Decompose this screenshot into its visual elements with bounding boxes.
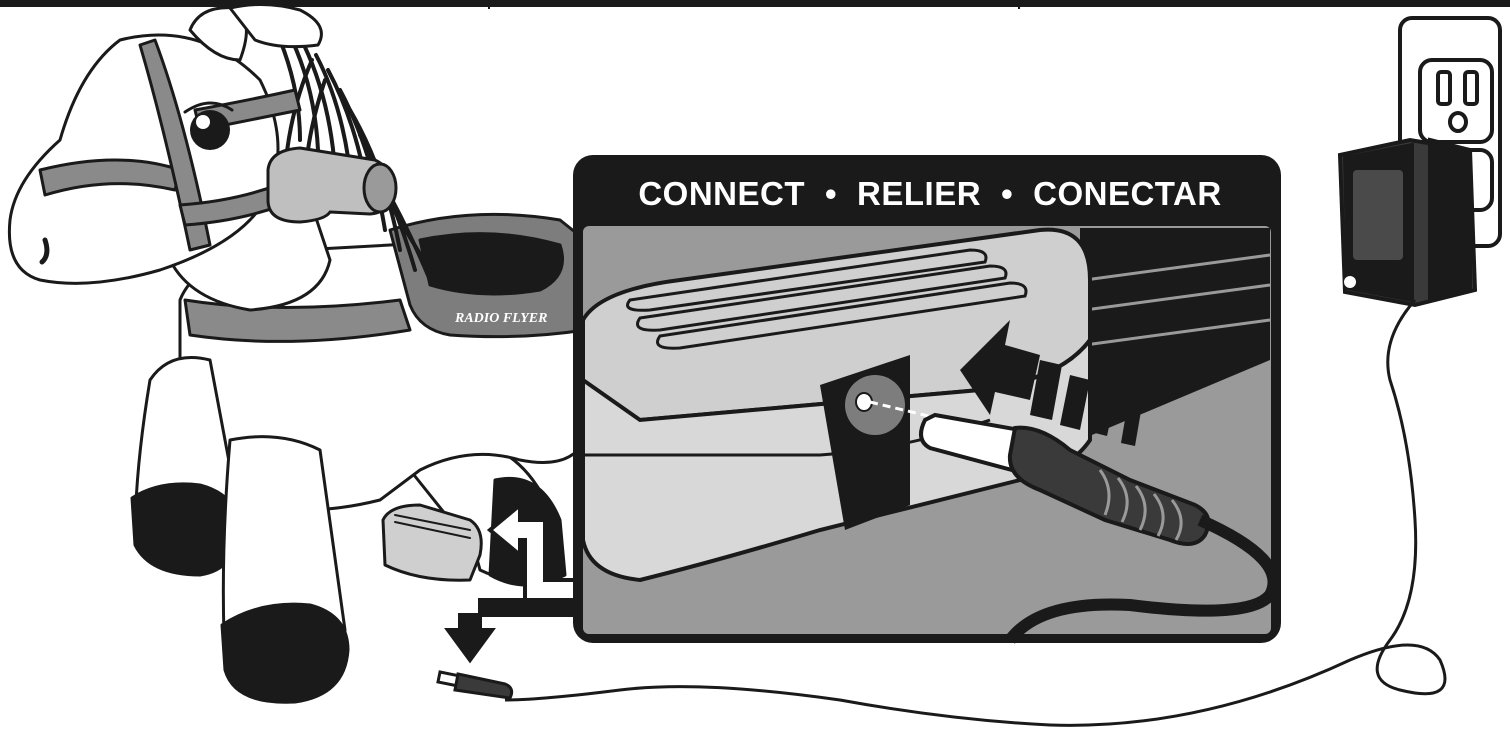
horse-illustration: RADIO FLYER — [7, 2, 587, 704]
horse-chest-strap — [183, 298, 412, 343]
charger-cable — [504, 299, 1447, 727]
title-connect-fr: RELIER — [857, 175, 982, 212]
plug-icon — [919, 412, 1280, 644]
horse-logo: RADIO FLYER — [454, 311, 547, 326]
loose-jack-icon — [436, 670, 514, 700]
charger-icon — [1337, 137, 1478, 308]
horse-halter — [38, 158, 182, 197]
charging-socket — [820, 355, 910, 530]
horse-front-hoof-2 — [220, 602, 350, 704]
top-strip — [0, 0, 1510, 9]
plug-cable — [1005, 514, 1280, 644]
callout-title: CONNECT • RELIER • CONECTAR — [585, 165, 1275, 223]
callout-panel — [573, 155, 1281, 644]
title-connect-es: CONECTAR — [1033, 175, 1222, 212]
horse-eye — [190, 110, 230, 150]
title-separator: • — [1001, 175, 1014, 212]
insert-arrow-icon — [960, 320, 1141, 446]
horse-nostril — [39, 237, 50, 265]
title-separator: • — [824, 175, 838, 212]
title-connect-en: CONNECT — [638, 175, 805, 212]
